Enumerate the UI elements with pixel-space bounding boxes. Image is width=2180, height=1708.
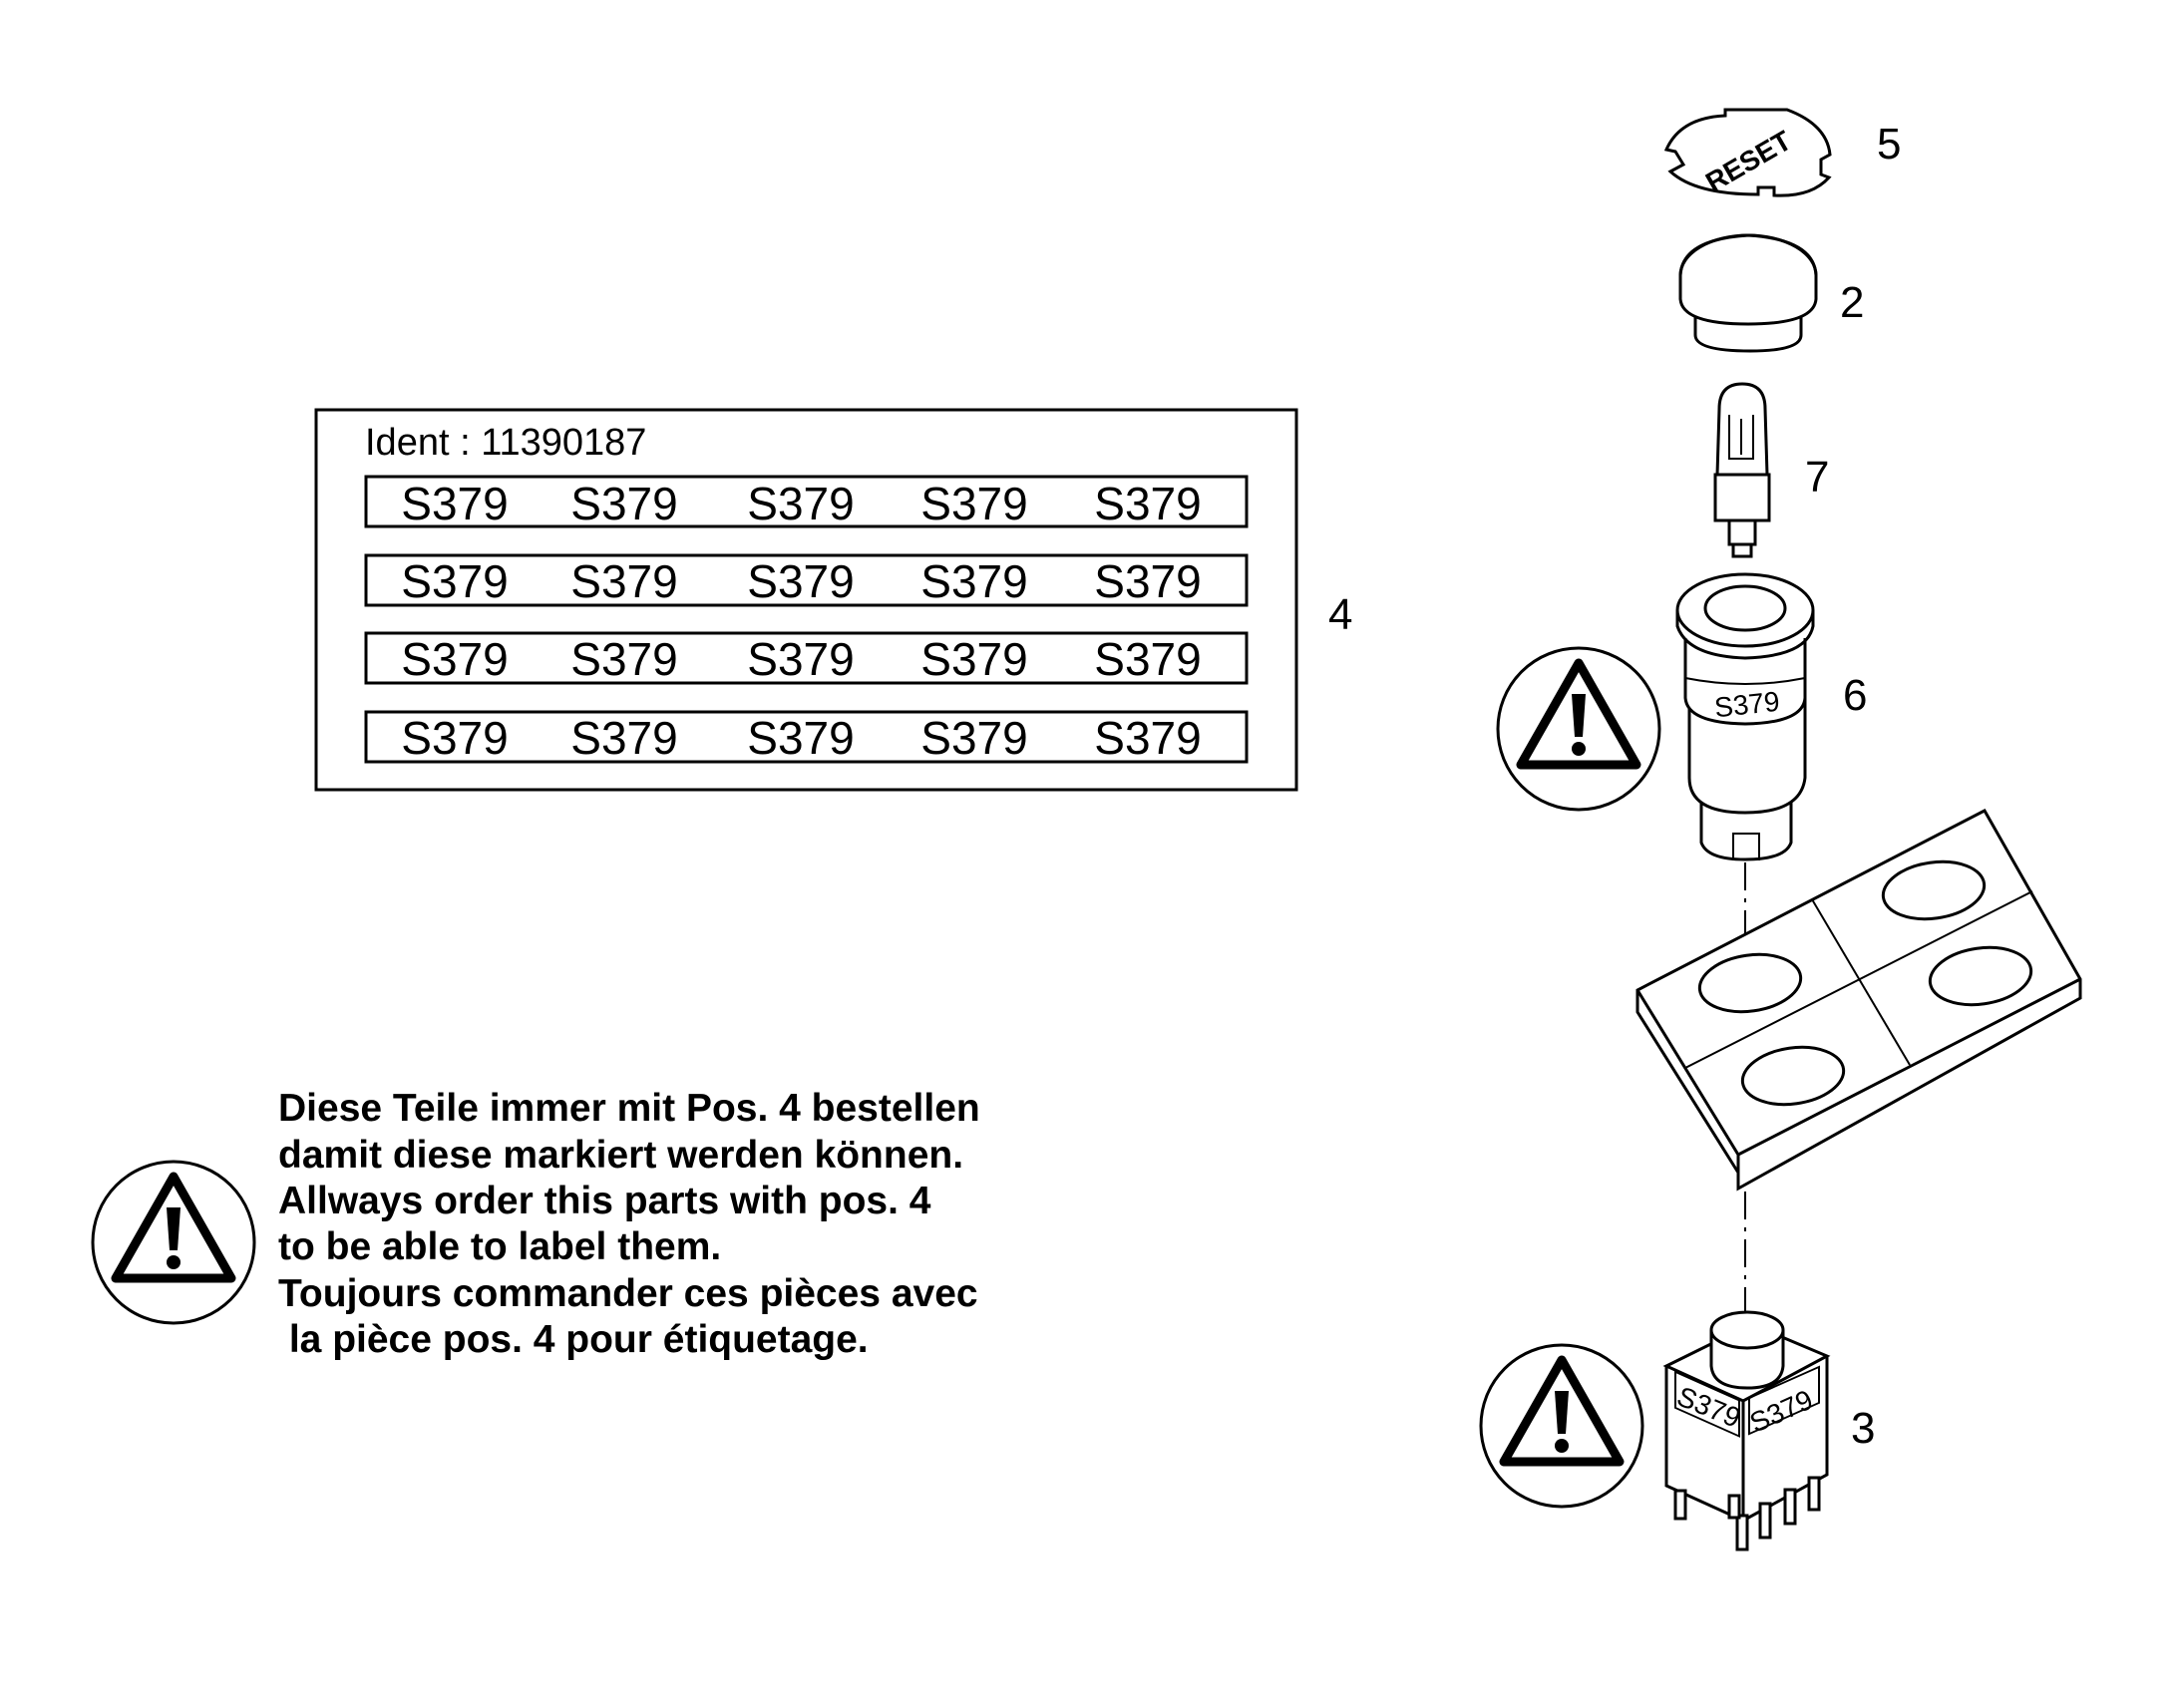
sleeve-label: S379 <box>1713 686 1781 724</box>
position-number-6: 6 <box>1843 671 1867 720</box>
label-sheet-frame <box>314 408 1298 792</box>
warning-icon <box>1496 646 1661 812</box>
warning-icon <box>1479 1343 1644 1509</box>
label-cell: S379 <box>920 478 1027 529</box>
label-cell: S379 <box>747 555 854 607</box>
label-cell: S379 <box>1094 555 1201 607</box>
label-sheet: Ident : 11390187 S379 S379 S379 S379 S37… <box>314 408 1298 792</box>
reset-cap: RESET <box>1663 108 1832 198</box>
position-number-5: 5 <box>1877 120 1901 169</box>
label-cell: S379 <box>1094 633 1201 685</box>
switch-pins <box>1673 1476 1821 1551</box>
label-cell: S379 <box>1094 712 1201 764</box>
label-cell: S379 <box>570 555 677 607</box>
reset-cap-text: RESET <box>1700 125 1796 198</box>
position-number-4: 4 <box>1328 590 1352 639</box>
label-strip-3: S379 S379 S379 S379 S379 <box>364 631 1249 685</box>
label-cell: S379 <box>747 478 854 529</box>
position-number-3: 3 <box>1851 1404 1875 1453</box>
label-cell: S379 <box>401 712 508 764</box>
ident-number: Ident : 11390187 <box>365 422 646 464</box>
label-cell: S379 <box>570 712 677 764</box>
order-note: Diese Teile immer mit Pos. 4 bestellen d… <box>278 1087 980 1361</box>
note-line: Diese Teile immer mit Pos. 4 bestellen <box>278 1087 980 1130</box>
label-strip-4: S379 S379 S379 S379 S379 <box>364 710 1249 764</box>
lamp-bulb <box>1713 382 1771 558</box>
warning-icon <box>91 1160 256 1325</box>
label-cell: S379 <box>1094 478 1201 529</box>
label-cell: S379 <box>920 555 1027 607</box>
label-strip-1: S379 S379 S379 S379 S379 <box>364 475 1249 529</box>
note-line: Toujours commander ces pièces avec <box>278 1272 978 1315</box>
label-cell: S379 <box>570 478 677 529</box>
switch-block: S379 S379 <box>1662 1310 1831 1551</box>
label-cell: S379 <box>747 633 854 685</box>
label-cell: S379 <box>920 712 1027 764</box>
position-number-7: 7 <box>1805 453 1829 502</box>
label-cell: S379 <box>401 555 508 607</box>
note-line: la pièce pos. 4 pour étiquetage. <box>278 1318 869 1361</box>
label-cell: S379 <box>570 633 677 685</box>
note-line: damit diese markiert werden können. <box>278 1134 963 1177</box>
note-line: to be able to label them. <box>278 1225 721 1268</box>
label-cell: S379 <box>747 712 854 764</box>
position-number-2: 2 <box>1840 278 1864 327</box>
label-cell: S379 <box>401 633 508 685</box>
mounting-plate <box>1635 809 2082 1192</box>
label-cell: S379 <box>401 478 508 529</box>
label-cell: S379 <box>920 633 1027 685</box>
note-line: Allways order this parts with pos. 4 <box>278 1180 931 1222</box>
button-cap <box>1678 233 1818 353</box>
lamp-holder: S379 <box>1675 572 1815 861</box>
label-strip-2: S379 S379 S379 S379 S379 <box>364 553 1249 607</box>
